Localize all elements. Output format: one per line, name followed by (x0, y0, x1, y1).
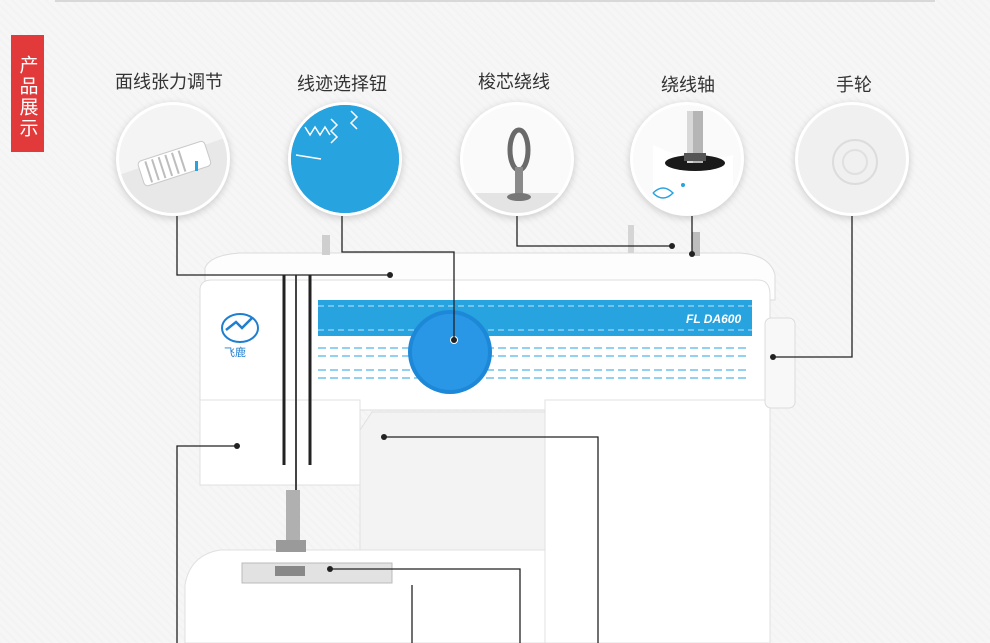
model-label: FL DA600 (686, 312, 742, 326)
stitch-selector-icon (288, 102, 402, 216)
bobbin-winder-icon (460, 102, 574, 216)
tension-dial-icon (116, 102, 230, 216)
top-divider (55, 0, 935, 2)
brand-logo-text: 飞鹿 (224, 346, 246, 359)
feature-label-spool: 绕线轴 (661, 75, 715, 96)
feature-label-handwheel: 手轮 (836, 75, 872, 96)
section-tag: 产品展示 (11, 35, 44, 152)
feature-label-stitch: 线迹选择钮 (297, 74, 387, 95)
handwheel-icon (795, 102, 909, 216)
brand-logo (221, 313, 259, 343)
feature-label-tension: 面线张力调节 (115, 72, 223, 93)
section-tag-label: 产品展示 (16, 54, 39, 139)
feature-label-bobbin: 梭芯绕线 (478, 72, 550, 93)
spool-pin-icon (630, 102, 744, 216)
